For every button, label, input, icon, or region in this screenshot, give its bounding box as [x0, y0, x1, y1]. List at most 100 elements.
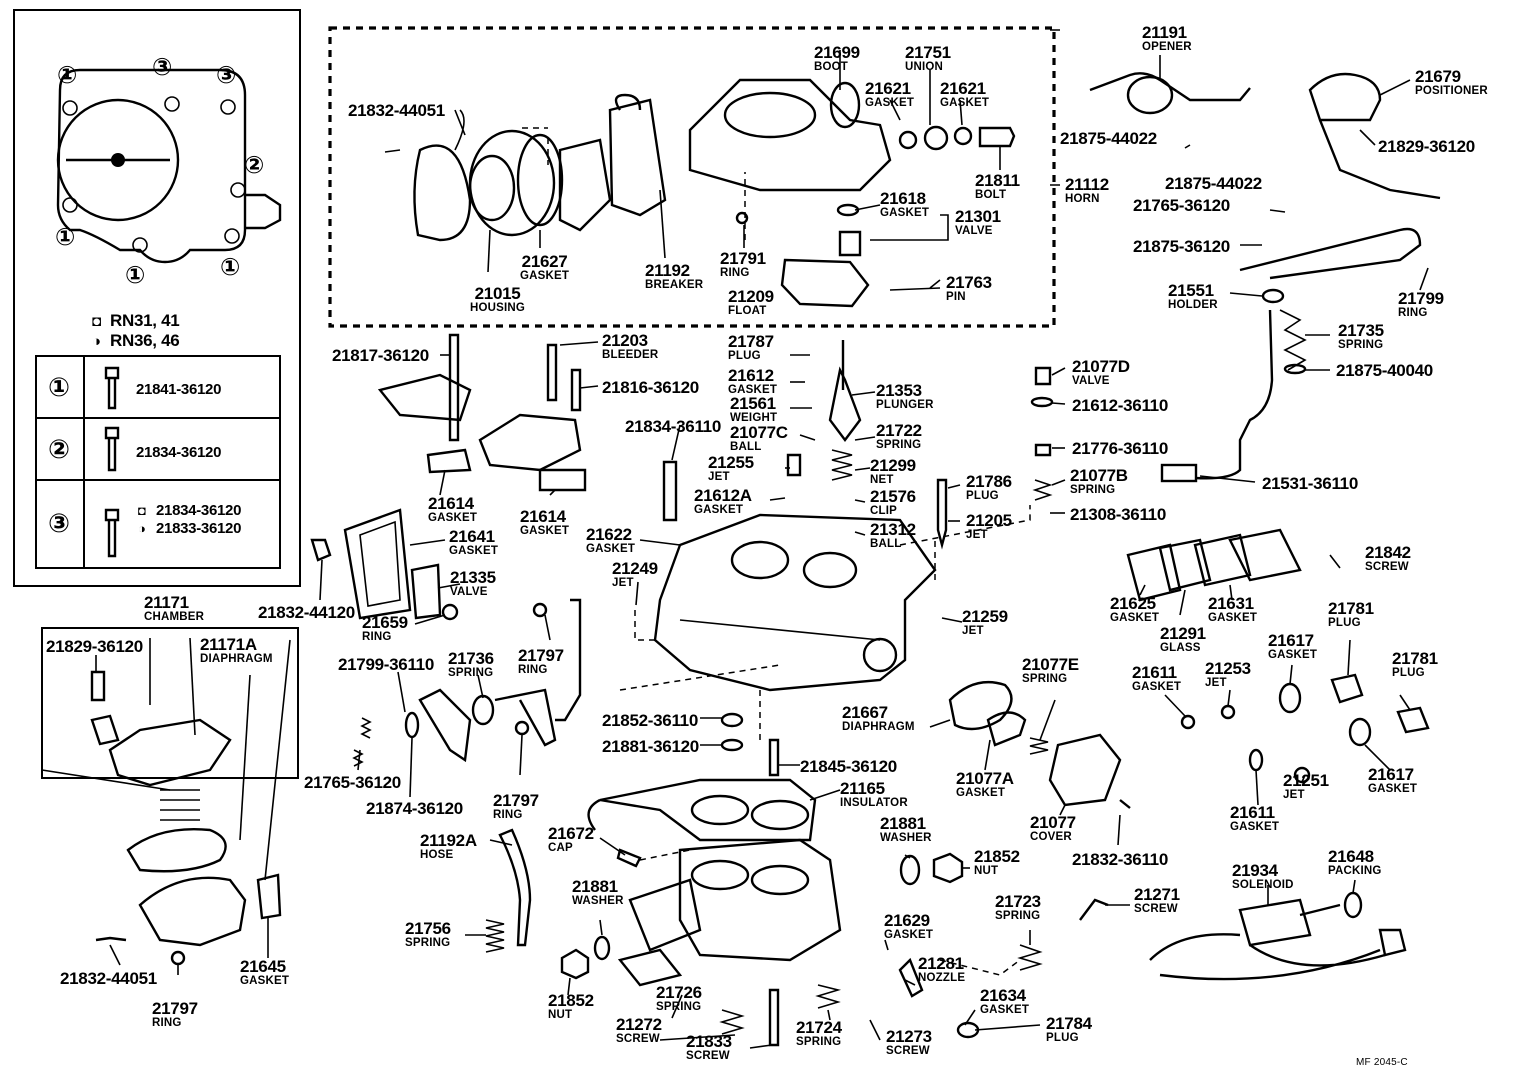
part-name: HOLDER [1168, 299, 1218, 311]
legend-models-a: RN31, 41 [110, 311, 180, 330]
part-name: PLUG [1046, 1032, 1079, 1044]
legend-models-a-mark: ◘ [92, 313, 101, 330]
part-number: 21612-36110 [1072, 396, 1168, 415]
air-horn [688, 78, 1016, 308]
part-name: RING [518, 664, 548, 676]
part-name: BOOT [814, 61, 849, 73]
throttle-body [485, 712, 842, 1047]
part-name: GASKET [956, 787, 1006, 799]
part-name: RING [362, 631, 392, 643]
part-number: 21799-36110 [338, 655, 434, 674]
part-number: 21667 [842, 703, 888, 722]
part-name: JET [966, 529, 988, 541]
part-name: BALL [730, 441, 762, 453]
part-name: VALVE [450, 586, 488, 598]
part-name: NOZZLE [918, 972, 966, 984]
part-name: BALL [870, 538, 902, 550]
part-name: SCREW [616, 1033, 660, 1045]
part-name: SPRING [876, 439, 922, 451]
part-name: WASHER [880, 832, 932, 844]
part-number: 21845-36120 [800, 757, 897, 776]
leader-lines [41, 29, 1429, 1049]
part-number: 21281 [918, 954, 964, 973]
part-number: 21291 [1160, 624, 1206, 643]
bolt-mark-bottom: ① [125, 262, 146, 289]
part-number: 21617 [1368, 765, 1414, 784]
diaphragm-cover-group [898, 680, 1131, 1039]
part-name: PIN [946, 291, 966, 303]
part-name: POSITIONER [1415, 85, 1488, 97]
part-name: CAP [548, 842, 573, 854]
callout-21829-36120: 21829-36120 [46, 638, 143, 655]
part-number: 21672 [548, 824, 594, 843]
bolt-mark-top-left: ① [57, 62, 78, 89]
part-name: RING [152, 1017, 182, 1029]
part-number: 21353 [876, 381, 922, 400]
part-number: 21881 [880, 814, 926, 833]
part-number: 21634 [980, 986, 1026, 1005]
part-name: FLOAT [728, 305, 767, 317]
part-name: SPRING [1070, 484, 1116, 496]
part-number: 21192 [645, 261, 690, 280]
part-number: 21077 [1030, 813, 1076, 832]
part-number: 21881-36120 [602, 737, 699, 756]
callout-21799-36110: 21799-36110 [338, 656, 434, 673]
part-number: 21832-44051 [348, 101, 445, 120]
part-number: 21551 [1168, 281, 1214, 300]
part-number: 21829-36120 [1378, 137, 1475, 156]
part-number: 21699 [814, 43, 860, 62]
part-number: 21618 [880, 189, 926, 208]
part-name: COVER [1030, 831, 1072, 843]
part-number: 21852 [974, 847, 1020, 866]
part-name: JET [612, 577, 634, 589]
part-name: GASKET [520, 270, 570, 282]
part-number: 21735 [1338, 321, 1384, 340]
bolt-mark-bottom-right: ① [220, 254, 241, 281]
part-number: 21622 [586, 525, 632, 544]
part-name: DIAPHRAGM [200, 653, 273, 665]
part-number: 21786 [966, 472, 1012, 491]
part-name: GASKET [940, 97, 990, 109]
part-number: 21077A [956, 769, 1014, 788]
part-number: 21611 [1230, 803, 1275, 822]
part-number: 21781 [1328, 599, 1374, 618]
solenoid-group [1149, 891, 1407, 981]
legend-row2-key: ② [48, 434, 70, 464]
callout-21832-36110: 21832-36110 [1072, 851, 1168, 868]
part-name: GASKET [449, 545, 499, 557]
part-name: SPRING [995, 910, 1041, 922]
part-name: BREAKER [645, 279, 704, 291]
part-name: JET [708, 471, 730, 483]
part-number: 21934 [1232, 861, 1278, 880]
callout-21834-36110: 21834-36110 [625, 418, 721, 435]
part-name: PACKING [1328, 865, 1382, 877]
part-number: 21781 [1392, 649, 1438, 668]
part-number: 21171 [144, 593, 189, 612]
